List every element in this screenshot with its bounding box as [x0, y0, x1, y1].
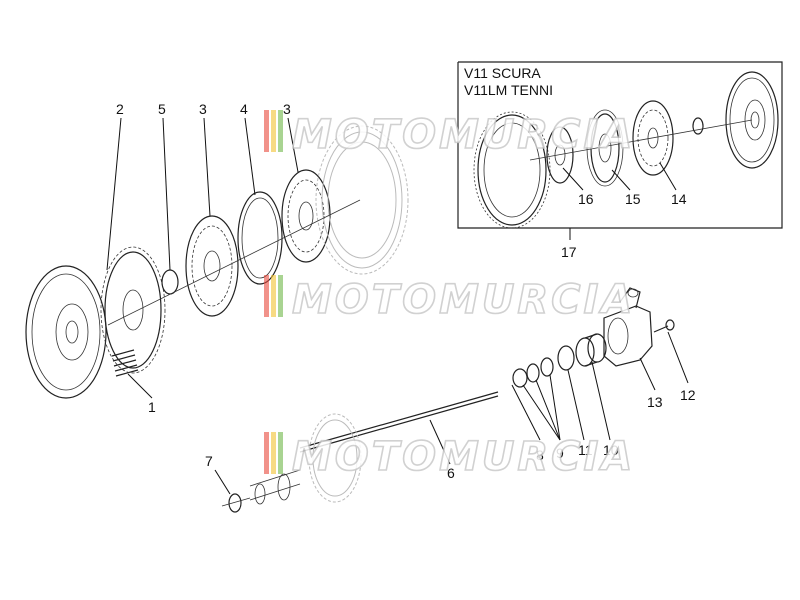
inset-plate-16	[546, 126, 574, 184]
inset-washer	[692, 117, 704, 135]
label-5: 5	[158, 101, 166, 117]
label-16: 16	[578, 191, 594, 207]
label-12: 12	[680, 387, 696, 403]
label-13: 13	[647, 394, 663, 410]
label-2: 2	[116, 101, 124, 117]
part-6-shaft	[249, 391, 499, 505]
watermark-2: MOTOMURCIA	[264, 275, 635, 324]
part-7-washer	[228, 493, 242, 513]
part-11-ring	[557, 345, 575, 371]
watermark-text-1: MOTOMURCIA	[292, 112, 635, 158]
large-ring-gear	[315, 125, 409, 275]
label-1: 1	[148, 399, 156, 415]
label-9: 9	[556, 445, 564, 461]
inset-disc-14	[632, 100, 674, 176]
watermark-1: MOTOMURCIA	[264, 110, 635, 159]
inset-title-line2: V11LM TENNI	[464, 82, 553, 98]
part-2-sprocket	[100, 246, 166, 374]
part-3-disc-a	[185, 215, 239, 317]
inset-box-17: V11 SCURA V11LM TENNI	[457, 61, 783, 260]
inset-plate-15	[586, 109, 624, 187]
inset-flywheel	[725, 71, 779, 169]
part-9-washers	[512, 357, 554, 388]
label-4: 4	[240, 101, 248, 117]
label-10: 10	[603, 442, 619, 458]
part-13-cylinder	[603, 287, 653, 367]
label-6: 6	[447, 465, 455, 481]
label-17: 17	[561, 244, 577, 260]
label-14: 14	[671, 191, 687, 207]
part-4-ring	[237, 191, 283, 285]
inset-ring-gear	[473, 111, 551, 229]
part-5-washer	[161, 269, 179, 295]
watermark-text-2: MOTOMURCIA	[292, 277, 635, 323]
part-1-flywheel	[25, 265, 107, 399]
part-10-piston	[575, 333, 607, 367]
label-8: 8	[536, 447, 544, 463]
main-axis	[107, 199, 361, 326]
label-11: 11	[578, 442, 593, 458]
watermark-3: MOTOMURCIA	[264, 432, 635, 481]
part-3-disc-b	[281, 169, 331, 263]
label-7: 7	[205, 453, 213, 469]
watermark-text-3: MOTOMURCIA	[292, 434, 635, 480]
part-1-spring	[111, 349, 139, 377]
label-3b: 3	[283, 101, 291, 117]
label-3a: 3	[199, 101, 207, 117]
label-15: 15	[625, 191, 641, 207]
inset-title-line1: V11 SCURA	[464, 65, 541, 81]
part-12-bolt	[653, 319, 675, 333]
